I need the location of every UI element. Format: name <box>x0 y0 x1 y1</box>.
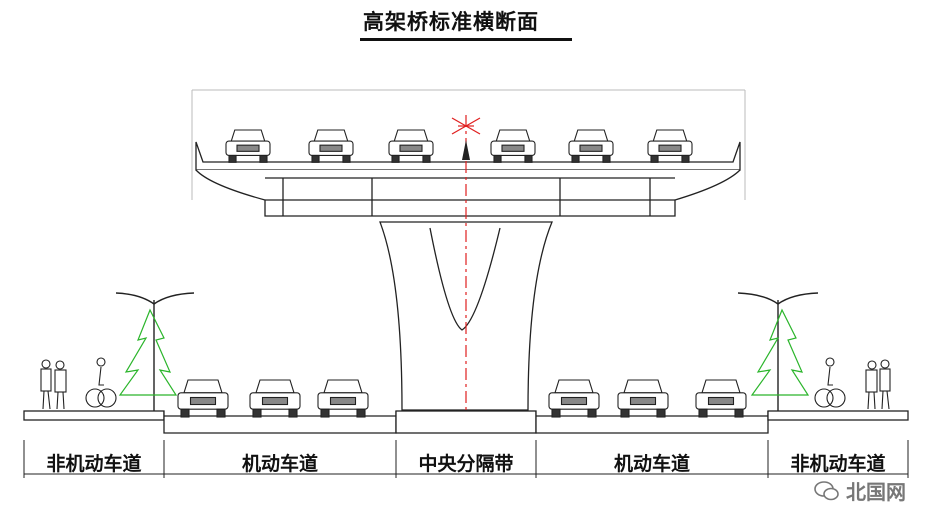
pedestrians-left <box>40 359 67 410</box>
cyclist-right <box>814 357 846 408</box>
car <box>617 379 669 418</box>
ground <box>23 410 909 434</box>
wechat-icon <box>814 480 839 500</box>
tree-left <box>118 308 178 396</box>
car <box>568 129 614 163</box>
lane-label-non-motor-left: 非机动车道 <box>46 453 142 475</box>
lane-label-motor-left: 机动车道 <box>241 453 319 475</box>
car <box>695 379 747 418</box>
car <box>308 129 354 163</box>
street-lamp-right <box>737 292 819 411</box>
car <box>177 379 229 418</box>
watermark-text: 北国网 <box>846 480 906 504</box>
frame-lines <box>191 89 746 200</box>
car <box>490 129 536 163</box>
dimension-line <box>23 440 909 478</box>
car <box>647 129 693 163</box>
car <box>225 129 271 163</box>
car <box>249 379 301 418</box>
tree-right <box>750 308 810 396</box>
viaduct-deck <box>195 141 741 217</box>
lane-label-motor-right: 机动车道 <box>613 453 691 475</box>
lane-label-non-motor-right: 非机动车道 <box>790 453 886 475</box>
diagram-title: 高架桥标准横断面 <box>363 10 539 34</box>
car <box>317 379 369 418</box>
median-barrier <box>462 140 470 160</box>
car <box>388 129 434 163</box>
cyclist-left <box>85 357 117 408</box>
pedestrians-right <box>865 359 891 410</box>
center-line <box>451 115 481 420</box>
car <box>548 379 600 418</box>
watermark: 北国网 <box>814 476 906 505</box>
lane-label-median: 中央分隔带 <box>418 453 514 475</box>
title-underline <box>360 38 572 41</box>
